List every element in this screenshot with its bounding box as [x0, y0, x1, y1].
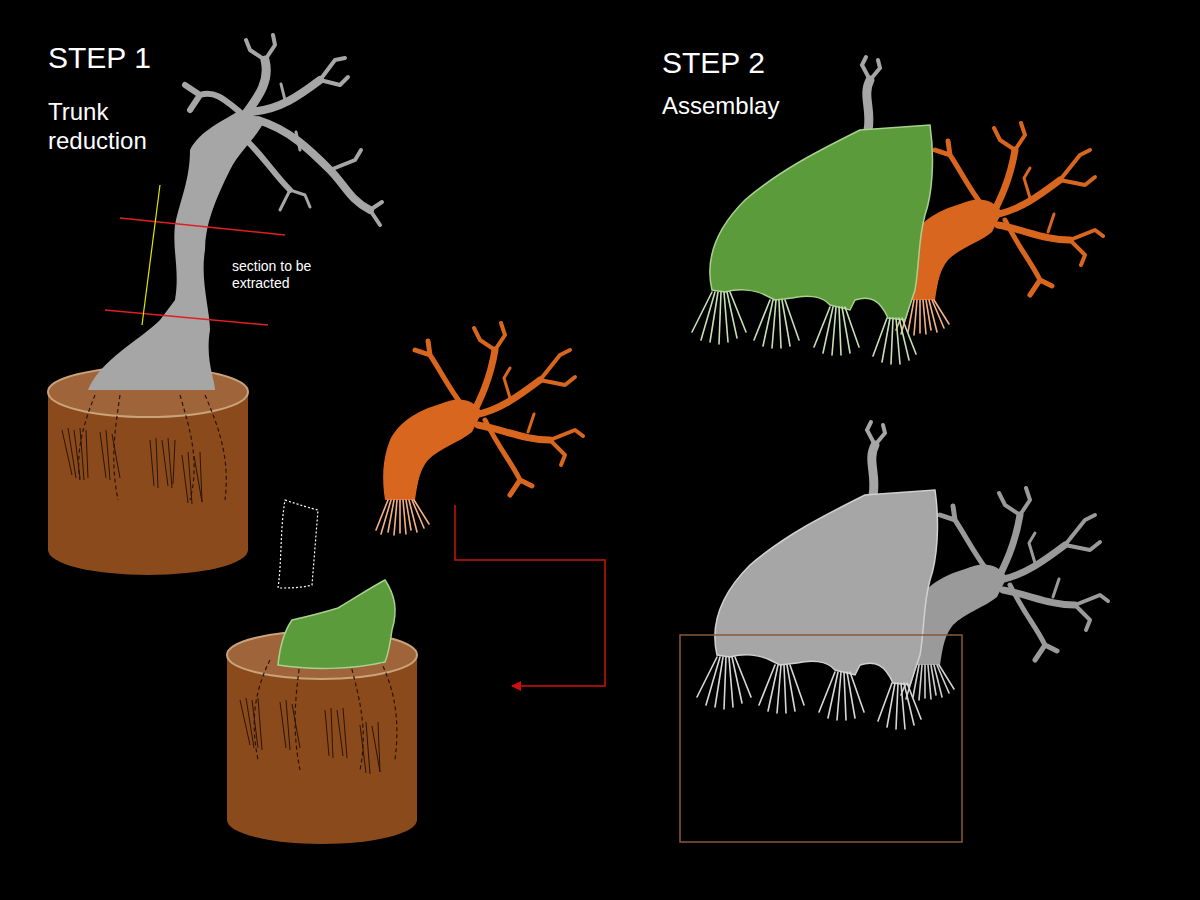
orange-tree: [376, 323, 583, 535]
step-subtitle: Assemblay: [662, 92, 902, 121]
extracted-section: [278, 500, 318, 588]
pot-with-stump: [227, 580, 417, 844]
section-note: section to be extracted: [232, 258, 342, 292]
step-heading: STEP 1: [48, 40, 288, 76]
grey-tree: [88, 35, 382, 390]
pot: [48, 367, 248, 575]
step-subtitle: Trunk reduction: [48, 98, 178, 156]
assembly-grey: [680, 422, 1108, 842]
flow-arrow: [455, 505, 605, 686]
step-heading: STEP 2: [662, 45, 902, 81]
